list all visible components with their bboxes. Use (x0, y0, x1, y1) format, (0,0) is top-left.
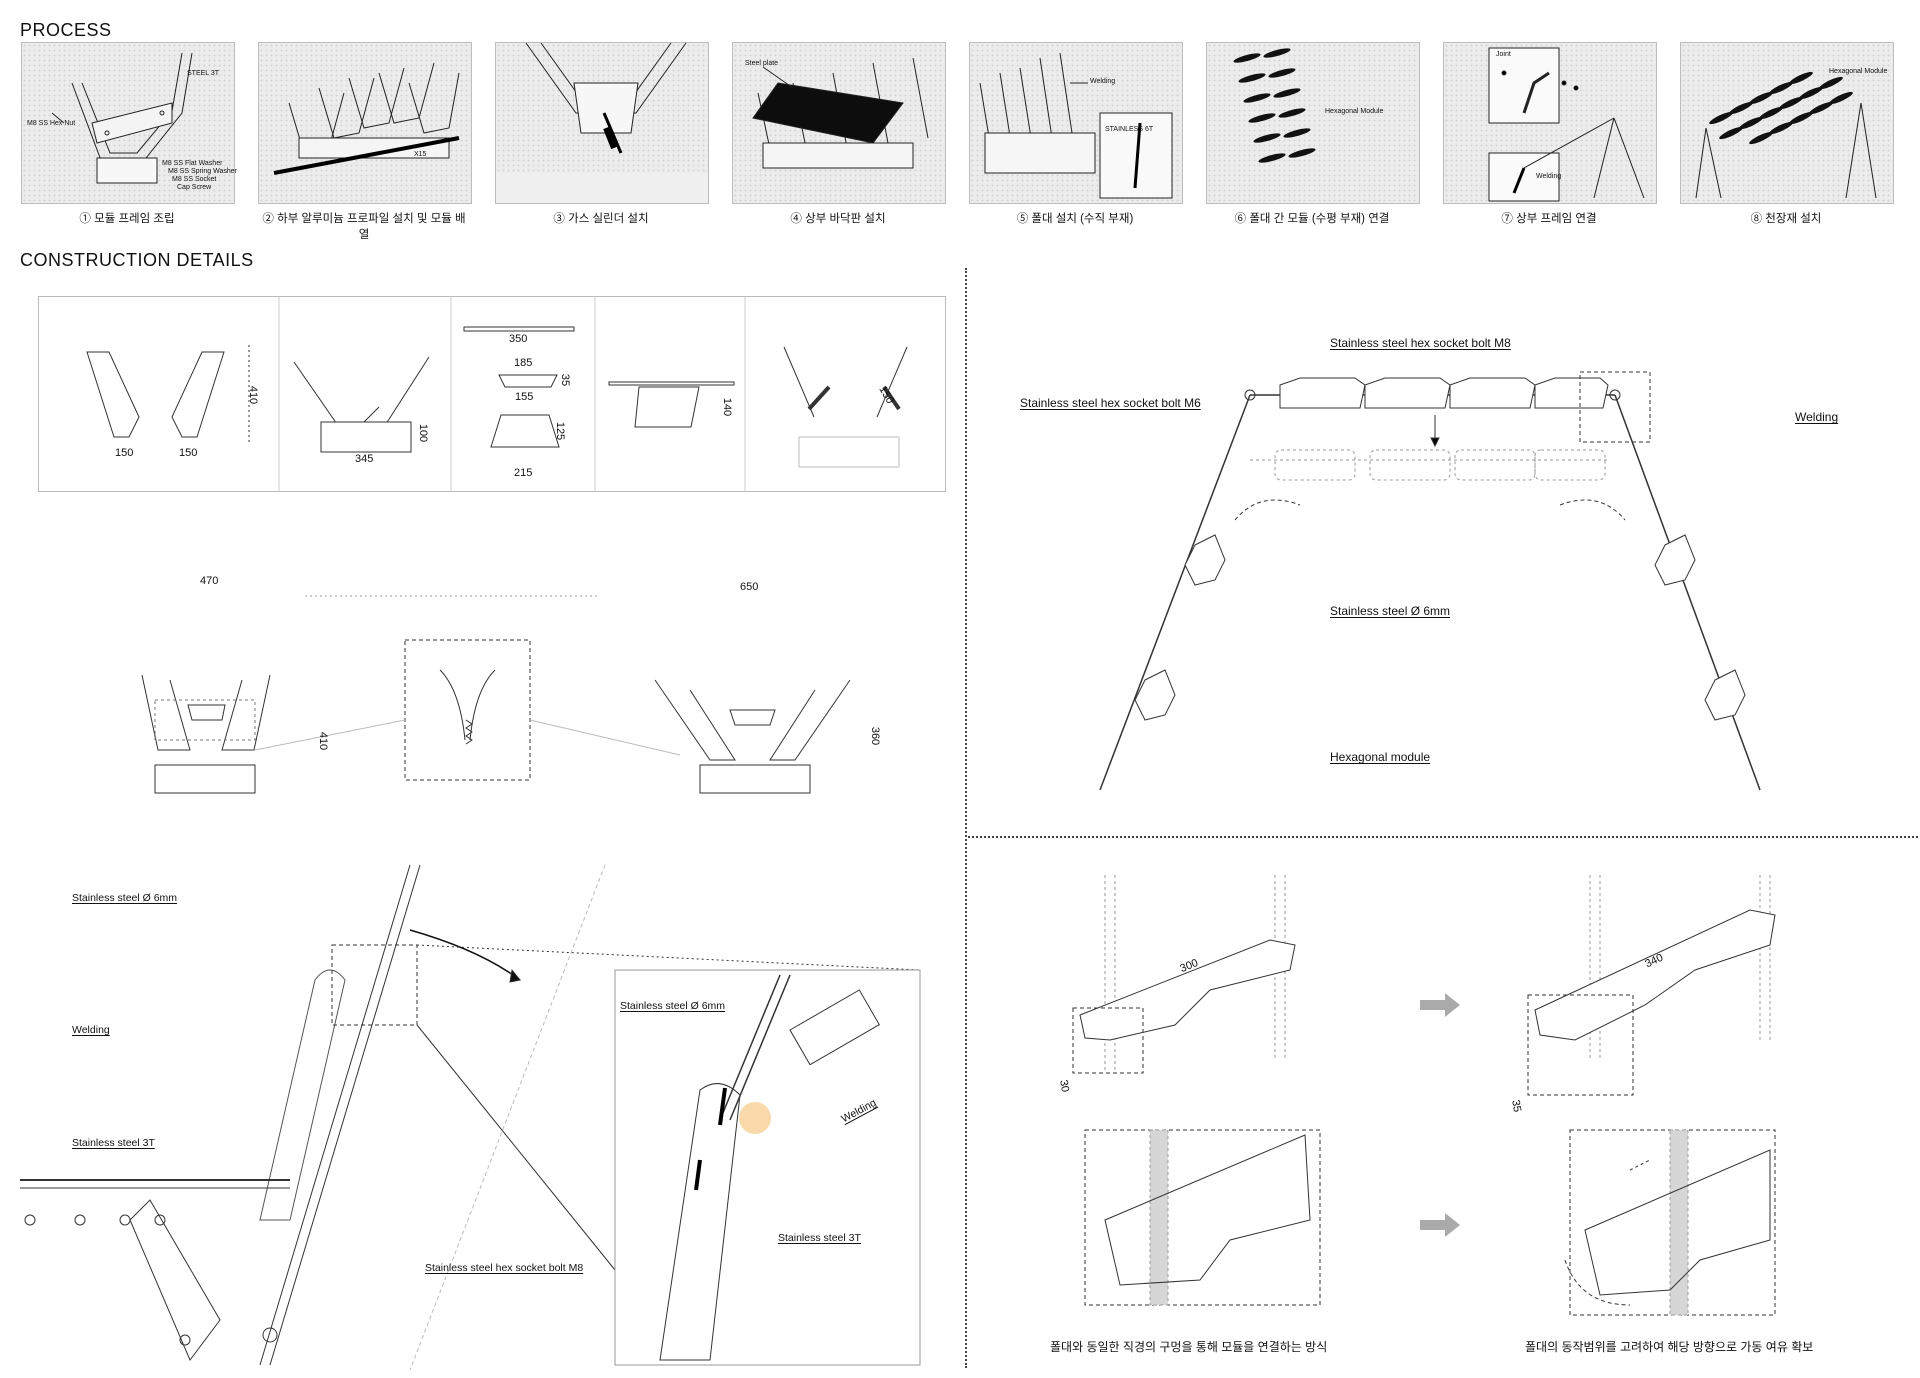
svg-text:M8 SS Flat Washer: M8 SS Flat Washer (162, 160, 223, 167)
process-step-5-caption: ⑤ 폴대 설치 (수직 부재) (1016, 213, 1134, 225)
label-bolt-m6: Stainless steel hex socket bolt M6 (1020, 396, 1201, 410)
dim-470: 470 (200, 575, 219, 587)
process-step-4-illustration: Steel plate (732, 42, 946, 204)
svg-text:X15: X15 (414, 151, 427, 158)
process-step-2-illustration: X15 (258, 42, 472, 204)
svg-text:STAINLESS 6T: STAINLESS 6T (1105, 126, 1154, 133)
svg-text:Welding: Welding (1090, 78, 1115, 85)
dim-35: 35 (559, 373, 572, 387)
label-ss3t-b: Stainless steel 3T (778, 1232, 861, 1244)
process-step-8-caption: ⑧ 천장재 설치 (1750, 213, 1822, 225)
dim-410-mid: 410 (317, 731, 330, 751)
frame-diagram: Stainless steel hex socket bolt M8 Stain… (980, 320, 1910, 800)
label-welding-a: Welding (72, 1024, 110, 1036)
process-step-7-illustration: Joint Welding (1443, 42, 1657, 204)
label-bolt-m8: Stainless steel hex socket bolt M8 (1330, 336, 1511, 350)
dim-360: 360 (869, 726, 882, 746)
svg-text:Steel plate: Steel plate (745, 60, 778, 67)
label-ss6-b: Stainless steel Ø 6mm (620, 1000, 726, 1012)
process-step-1-illustration: STEEL 3T M8 SS Hex Nut M8 SS Flat Washer… (21, 42, 238, 204)
dim-100: 100 (417, 423, 430, 443)
svg-text:STEEL 3T: STEEL 3T (187, 70, 220, 77)
process-step-3-caption: ③ 가스 실린더 설치 (553, 213, 649, 225)
label-ss3t-a: Stainless steel 3T (72, 1137, 155, 1149)
dim-185: 185 (514, 357, 533, 369)
process-step-8-illustration: Hexagonal Module (1680, 42, 1894, 204)
svg-text:Hexagonal Module: Hexagonal Module (1325, 108, 1383, 115)
svg-text:M8 SS Hex Nut: M8 SS Hex Nut (27, 120, 75, 127)
dim-150-left: 150 (115, 447, 134, 459)
dim-155: 155 (515, 391, 534, 403)
label-bolt-m8-a: Stainless steel hex socket bolt M8 (425, 1262, 584, 1274)
process-step-5-illustration: Welding STAINLESS 6T (969, 42, 1183, 204)
svg-text:Joint: Joint (1496, 51, 1511, 58)
dimension-panel: 410 150 150 100 345 350 185 35 155 125 2… (38, 296, 946, 492)
svg-text:Welding: Welding (1536, 173, 1561, 180)
svg-text:Cap Screw: Cap Screw (177, 184, 212, 191)
dim-410: 410 (247, 385, 260, 405)
weld-detail: Stainless steel Ø 6mm Welding Stainless … (20, 860, 940, 1371)
dim-140: 140 (721, 397, 734, 417)
dim-150-right: 150 (179, 447, 198, 459)
horizontal-divider (968, 836, 1918, 838)
dim-125: 125 (554, 421, 567, 441)
process-step-6-caption: ⑥ 폴대 간 모듈 (수평 부재) 연결 (1234, 213, 1390, 225)
dim-350: 350 (509, 333, 528, 345)
process-step-3-illustration (495, 42, 709, 204)
module-caption-left: 폴대와 동일한 직경의 구멍을 통해 모듈을 연결하는 방식 (1050, 1340, 1328, 1354)
frame-comparison: 470 650 410 360 (110, 570, 900, 800)
construction-heading: CONSTRUCTION DETAILS (20, 250, 254, 270)
process-heading: PROCESS (20, 20, 112, 40)
dim-215: 215 (514, 467, 533, 479)
label-ss6-a: Stainless steel Ø 6mm (72, 892, 178, 904)
dim-345: 345 (355, 453, 374, 465)
module-caption-right: 폴대의 동작범위를 고려하여 해당 방향으로 가동 여유 확보 (1525, 1340, 1814, 1354)
process-step-7-caption: ⑦ 상부 프레임 연결 (1501, 213, 1597, 225)
dim-30: 30 (1057, 1078, 1072, 1094)
process-step-2-caption: ② 하부 알루미늄 프로파일 설치 및 모듈 배열 (262, 213, 466, 241)
label-welding: Welding (1795, 410, 1839, 424)
dim-35: 35 (1509, 1098, 1524, 1114)
module-detail: 300 340 30 35 폴대와 동일한 직경의 구멍을 통해 모듈을 연결하… (980, 860, 1910, 1360)
svg-text:M8 SS Spring Washer: M8 SS Spring Washer (168, 168, 238, 175)
svg-text:M8 SS Socket: M8 SS Socket (172, 176, 216, 183)
process-step-1-caption: ① 모듈 프레임 조립 (79, 213, 175, 225)
process-step-6-illustration: Hexagonal Module (1206, 42, 1420, 204)
label-ss6: Stainless steel Ø 6mm (1330, 604, 1451, 618)
svg-text:Hexagonal Module: Hexagonal Module (1829, 68, 1887, 75)
label-hex-module: Hexagonal module (1330, 750, 1431, 764)
process-step-4-caption: ④ 상부 바닥판 설치 (790, 213, 886, 225)
dim-650: 650 (740, 581, 759, 593)
vertical-divider (965, 268, 967, 1368)
